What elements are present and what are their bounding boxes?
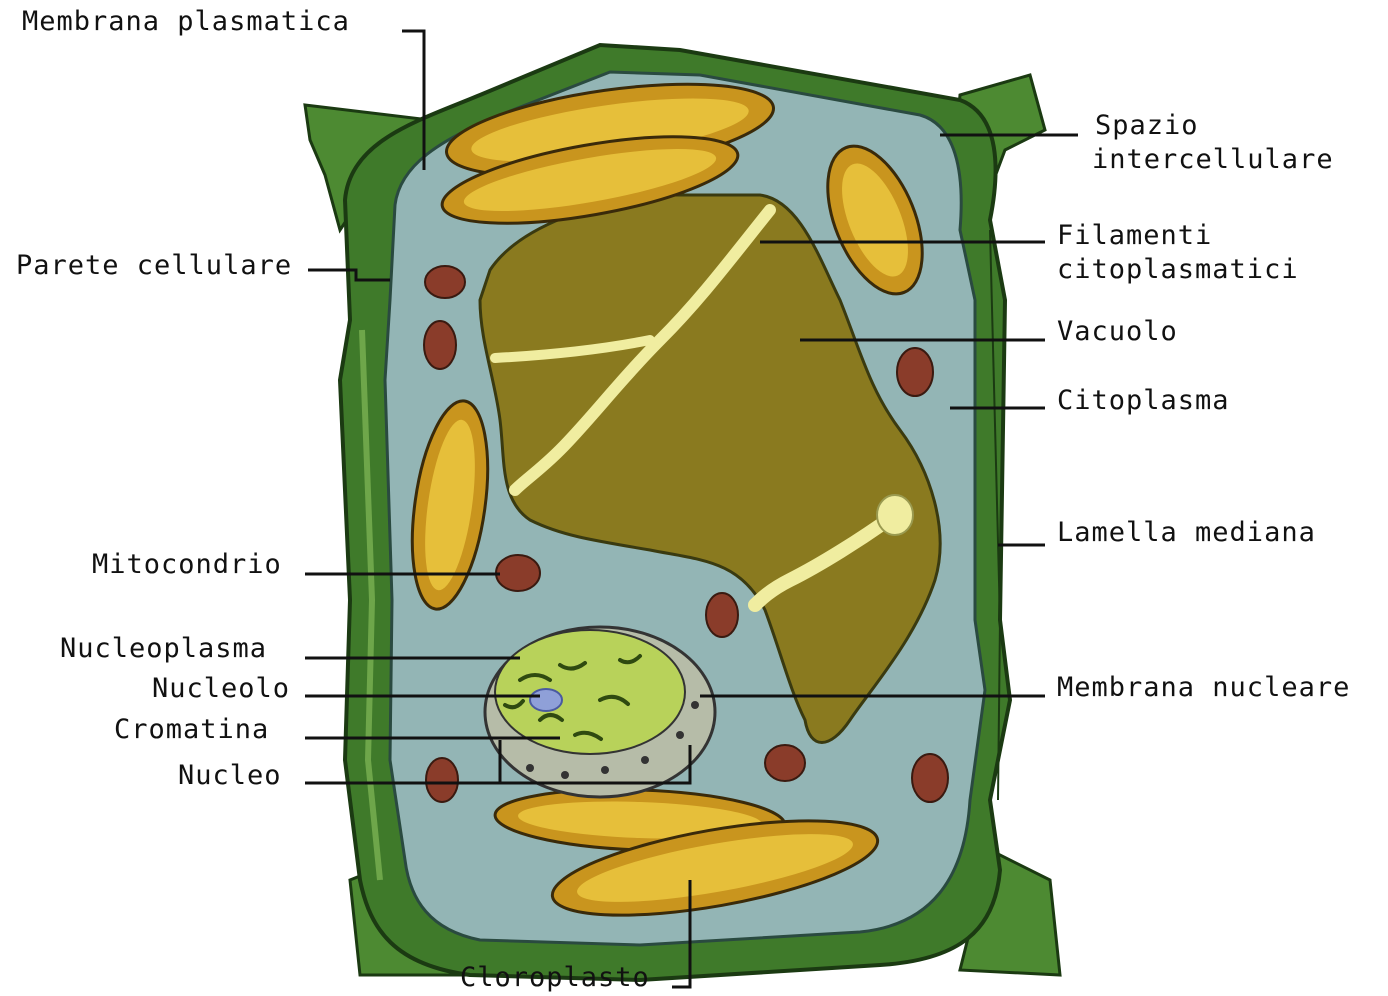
mitochondrion (424, 321, 456, 369)
label-nucleolo: Nucleolo (152, 675, 290, 702)
label-cromatina: Cromatina (114, 716, 269, 743)
label-parete-cellulare: Parete cellulare (16, 252, 292, 279)
label-spazio: Spazio (1095, 112, 1199, 139)
label-cloroplasto: Cloroplasto (460, 964, 650, 991)
nucleus (485, 627, 715, 797)
mitochondrion (765, 745, 805, 781)
label-nucleoplasma: Nucleoplasma (60, 635, 267, 662)
mitochondrion (897, 348, 933, 396)
label-nucleo: Nucleo (178, 762, 282, 789)
mitochondrion (706, 593, 738, 637)
label-intercellulare: intercellulare (1092, 146, 1334, 173)
label-citoplasma: Citoplasma (1057, 387, 1230, 414)
mitochondrion (425, 266, 465, 298)
label-vacuolo: Vacuolo (1057, 318, 1178, 345)
mitochondrion (912, 754, 948, 802)
label-membrana-nucleare: Membrana nucleare (1057, 674, 1350, 701)
label-citoplasmatici: citoplasmatici (1057, 256, 1299, 283)
mitochondrion (426, 758, 458, 802)
label-filamenti: Filamenti (1057, 222, 1212, 249)
mitochondrion (496, 555, 540, 591)
label-mitocondrio: Mitocondrio (92, 551, 282, 578)
label-lamella-mediana: Lamella mediana (1057, 519, 1316, 546)
nucleolus (530, 689, 562, 711)
label-membrana-plasmatica: Membrana plasmatica (22, 8, 350, 35)
filament-knob (877, 495, 913, 535)
